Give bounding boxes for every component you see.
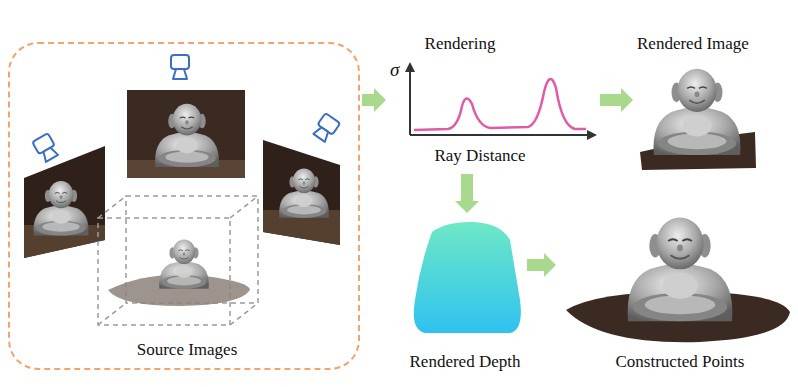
rendering-plot: Rendering σRay Distance <box>388 30 598 172</box>
node-label: Rendered Image <box>637 34 749 54</box>
node-label: Source Images <box>137 340 238 360</box>
source-images-panel: Source Images <box>8 42 360 370</box>
node-label: Constructed Points <box>616 352 745 372</box>
axis-label: σ <box>390 60 399 80</box>
flow-arrow <box>600 88 633 112</box>
rendered-image: Rendered Image <box>635 30 755 170</box>
axis-label: Ray Distance <box>434 146 525 166</box>
flow-arrow <box>455 174 479 213</box>
node-label: Rendered Depth <box>410 352 521 372</box>
rendered-depth: Rendered Depth <box>400 215 525 380</box>
node-label: Rendering <box>425 34 496 54</box>
flow-arrow <box>527 253 556 277</box>
constructed-points: Constructed Points <box>558 200 793 380</box>
flow-arrow <box>362 88 386 112</box>
